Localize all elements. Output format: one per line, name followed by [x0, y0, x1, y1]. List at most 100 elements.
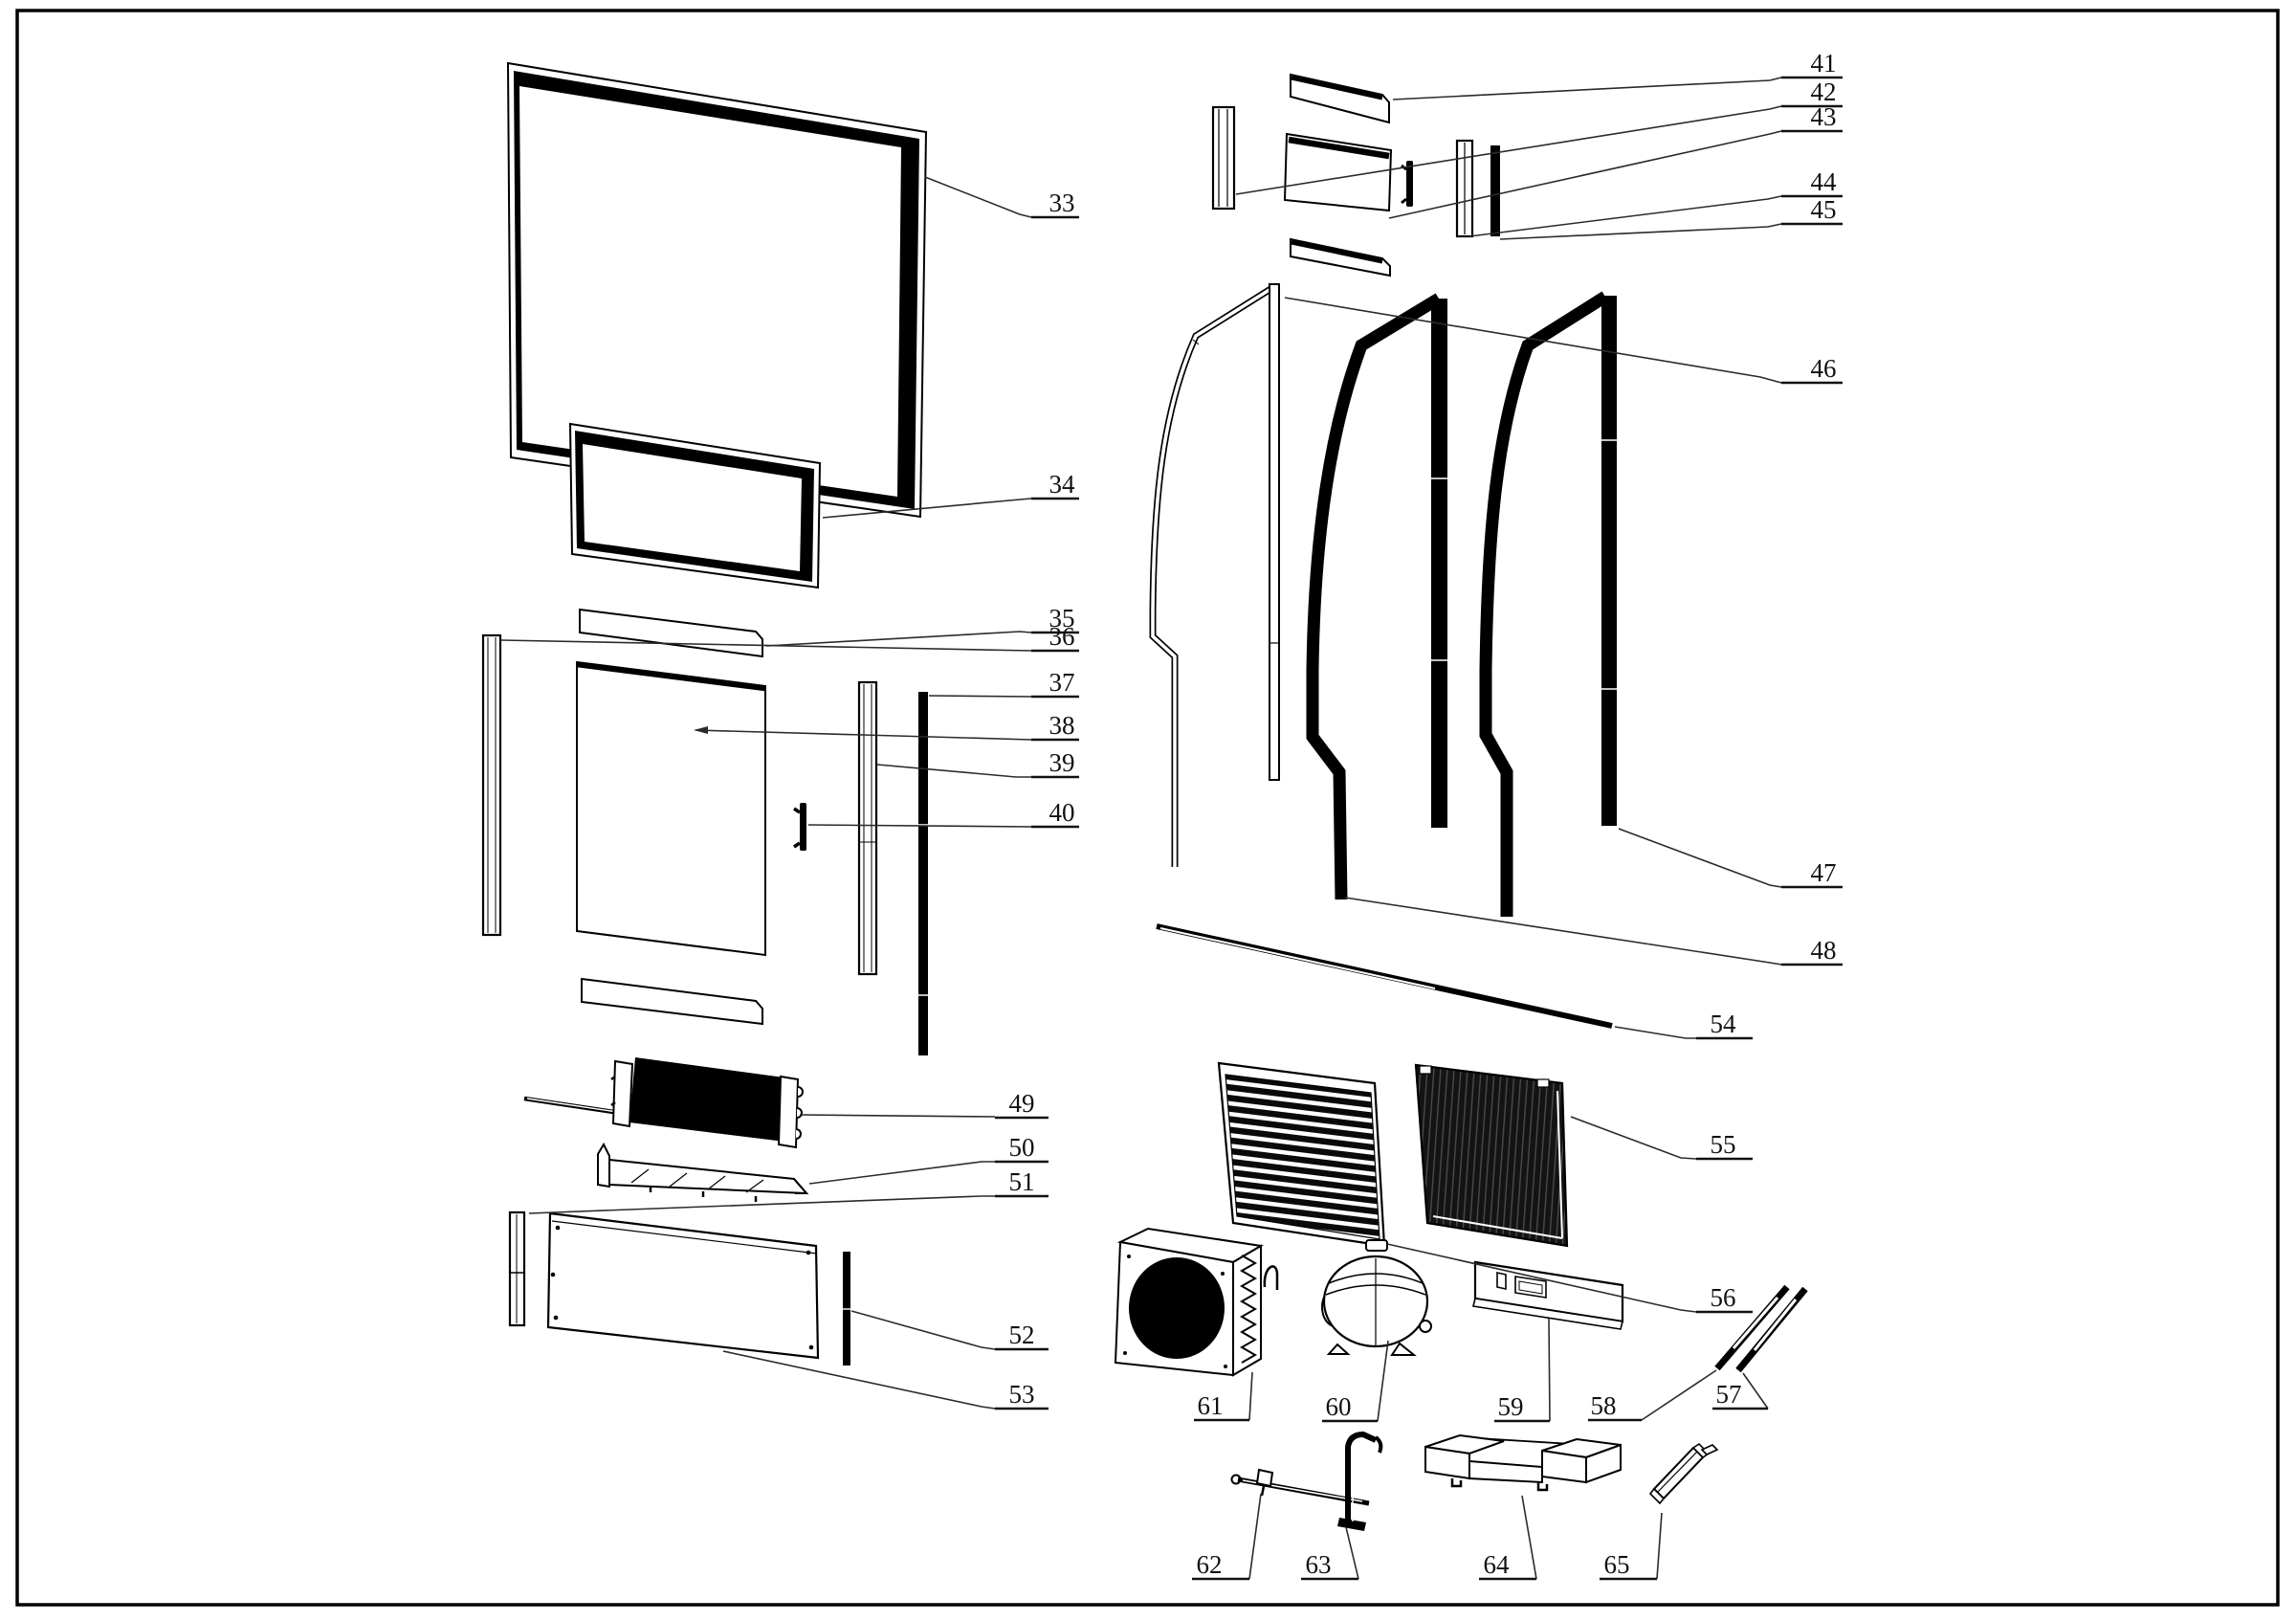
part-number-62: 62 [1197, 1550, 1223, 1579]
part-number-59: 59 [1498, 1392, 1524, 1421]
leader-line-49 [799, 1114, 996, 1118]
part-41-top-slat [1290, 73, 1390, 124]
part-number-44: 44 [1811, 167, 1838, 196]
part-56-louver-grille [1217, 1061, 1386, 1248]
leader-line-63 [1345, 1526, 1359, 1580]
part-51-side-strip [508, 1210, 526, 1327]
bottom-trim-strip [581, 977, 763, 1026]
part-number-60: 60 [1326, 1392, 1352, 1421]
leader-line-40 [807, 824, 1032, 828]
part-54-long-rail [1156, 923, 1613, 1029]
part-52-edge-bar [843, 1252, 850, 1366]
leader-line-50 [808, 1161, 995, 1185]
part-number-45: 45 [1811, 195, 1837, 224]
part-number-34: 34 [1049, 470, 1076, 499]
part-33-door-frame [506, 61, 928, 519]
part-number-47: 47 [1811, 858, 1837, 887]
leader-line-60 [1377, 1340, 1389, 1422]
leader-line-58 [1641, 1369, 1717, 1421]
part-number-41: 41 [1811, 49, 1837, 78]
part-number-46: 46 [1811, 354, 1837, 383]
part-number-56: 56 [1711, 1283, 1736, 1312]
lower-slat [1290, 237, 1391, 278]
part-39-hinge-strip [857, 680, 878, 976]
part-49-condenser-coil [523, 1057, 804, 1149]
leader-line-42 [1235, 105, 1782, 195]
part-number-39: 39 [1049, 748, 1075, 777]
part-46-door-gasket-white [1149, 283, 1277, 867]
leader-line-34 [822, 498, 1032, 519]
part-40-door-handle [793, 803, 806, 851]
part-labels-layer: 3334353637383940414243444546474849505152… [500, 49, 1843, 1581]
part-60-compressor [1321, 1239, 1432, 1356]
part-44-inner-strip [1455, 139, 1474, 238]
corner-seal-frame-b [1479, 291, 1609, 917]
leader-line-45 [1499, 223, 1782, 240]
part-number-33: 33 [1049, 189, 1075, 217]
leader-line-39 [876, 764, 1031, 778]
part-43-vent-panel [1283, 132, 1393, 212]
leader-line-64 [1521, 1495, 1537, 1580]
part-number-38: 38 [1049, 711, 1075, 740]
upright-seal-bar-a [1431, 299, 1447, 828]
leader-line-41 [1392, 77, 1782, 100]
leader-line-65 [1656, 1512, 1663, 1580]
leader-line-36 [500, 639, 1032, 652]
part-number-50: 50 [1009, 1133, 1035, 1162]
part-48-corner-seal-frame-a [1306, 293, 1443, 900]
leader-line-54 [1614, 1026, 1696, 1039]
part-50-support-bracket [597, 1142, 809, 1202]
part-number-53: 53 [1009, 1380, 1035, 1409]
part-47-upright-seal-bar-b [1601, 296, 1617, 826]
leader-line-44 [1468, 195, 1782, 237]
leader-line-33 [924, 176, 1032, 218]
part-58-mount-rod-left [1714, 1284, 1790, 1371]
part-number-58: 58 [1591, 1391, 1617, 1420]
leader-line-62 [1248, 1493, 1262, 1580]
part-number-35: 35 [1049, 604, 1075, 633]
part-65-clip-bracket [1648, 1442, 1719, 1505]
leader-line-52 [850, 1310, 996, 1350]
part-63-hook-bracket [1337, 1431, 1383, 1531]
part-number-65: 65 [1604, 1550, 1630, 1579]
leader-line-37 [928, 695, 1032, 698]
leader-line-55 [1570, 1116, 1697, 1160]
part-38-glass-panel [576, 660, 766, 957]
part-55-mesh-grille [1414, 1063, 1569, 1248]
part-42-side-strip [1211, 105, 1236, 211]
part-number-52: 52 [1009, 1321, 1035, 1349]
part-number-54: 54 [1711, 1010, 1737, 1038]
leader-line-47 [1618, 828, 1782, 888]
part-number-48: 48 [1811, 936, 1837, 965]
part-number-51: 51 [1009, 1167, 1035, 1196]
leader-line-38 [695, 729, 1032, 741]
part-57-mount-rod-right [1735, 1286, 1808, 1373]
part-35-top-trim-strip [579, 608, 763, 658]
part-37-edge-strip [918, 692, 928, 1055]
part-59-control-panel [1472, 1260, 1624, 1330]
part-64-base-tray [1424, 1433, 1622, 1492]
part-36-side-seal-strip [481, 633, 502, 937]
part-number-40: 40 [1049, 798, 1075, 827]
part-45-edge-strip [1490, 145, 1500, 236]
part-61-condensing-unit [1114, 1227, 1279, 1377]
part-number-63: 63 [1306, 1550, 1332, 1579]
leader-line-48 [1344, 897, 1782, 966]
part-34-small-frame [568, 422, 822, 589]
part-53-back-panel [546, 1211, 820, 1360]
part-number-64: 64 [1484, 1550, 1511, 1579]
white-corner-strip [1269, 283, 1280, 781]
leader-line-59 [1548, 1318, 1551, 1422]
part-number-49: 49 [1009, 1089, 1035, 1118]
leader-line-35 [765, 631, 1032, 647]
part-number-42: 42 [1811, 78, 1837, 106]
part-number-57: 57 [1716, 1380, 1742, 1409]
part-number-61: 61 [1198, 1391, 1224, 1420]
part-number-43: 43 [1811, 102, 1837, 131]
leader-line-51 [528, 1195, 995, 1214]
part-number-36: 36 [1049, 622, 1075, 651]
leader-line-53 [722, 1350, 996, 1410]
leader-line-46 [1284, 297, 1782, 384]
